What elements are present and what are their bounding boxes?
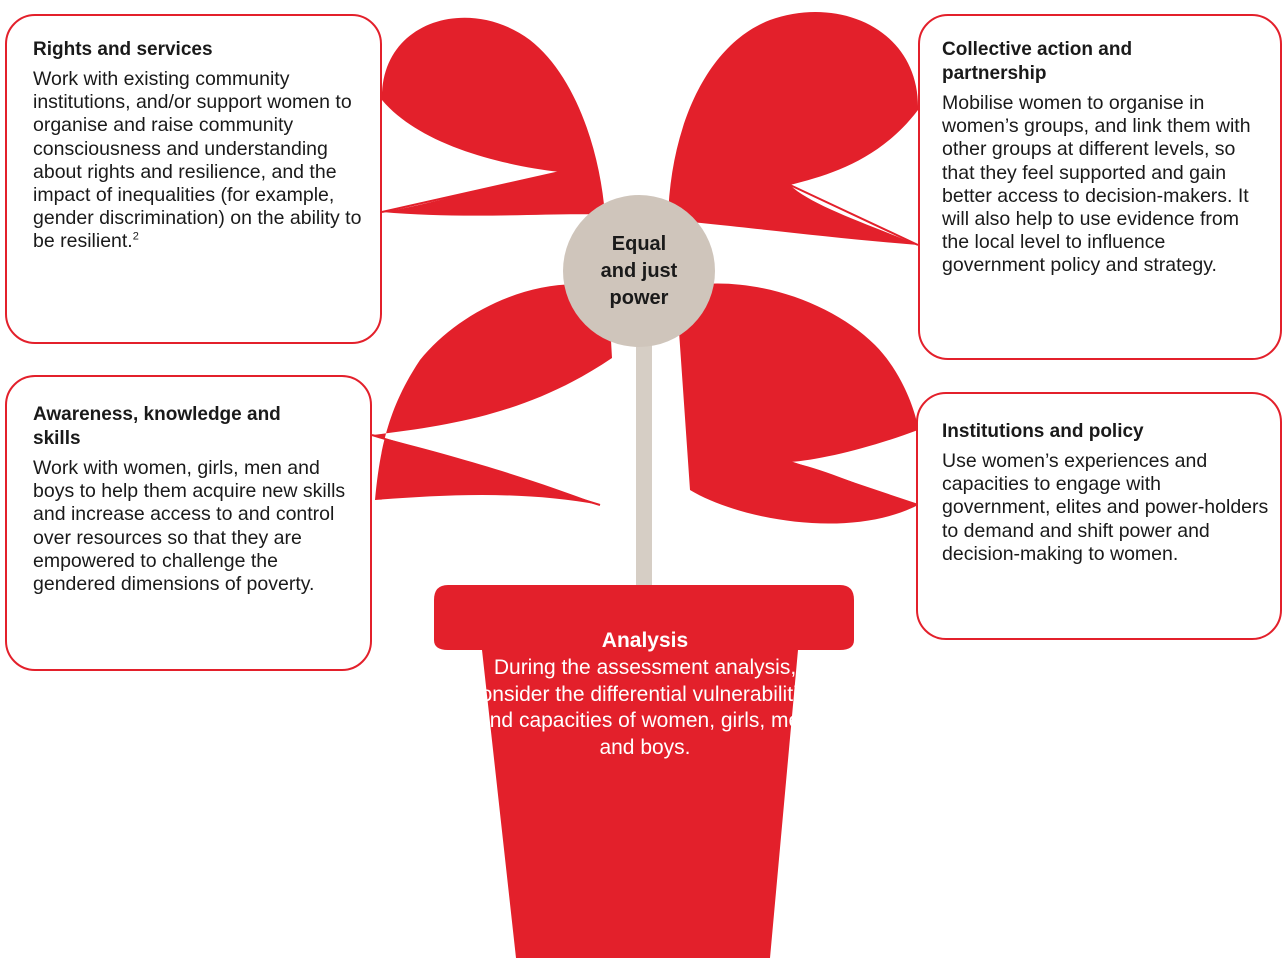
petal-top-right	[668, 12, 919, 246]
connector-top-right	[789, 184, 919, 246]
institutions-title: Institutions and policy	[942, 421, 1144, 442]
flower-pot	[434, 585, 854, 958]
petal-bottom-left	[372, 284, 612, 505]
rights-services-box: Rights and services Work with existing c…	[5, 14, 382, 344]
connector-bottom-right	[789, 461, 919, 506]
connector-top-left	[381, 171, 561, 213]
pot-text: Analysis During the assessment analysis,…	[470, 627, 820, 761]
petal-top-left	[381, 17, 605, 216]
footnote-marker: 2	[132, 230, 139, 243]
center-label: Equal and just power	[600, 232, 678, 309]
institutions-body: Use women’s experiences and capacities t…	[942, 450, 1269, 565]
flower-stem	[636, 340, 652, 585]
pot-title: Analysis	[601, 629, 689, 652]
awareness-body: Work with women, girls, men and boys to …	[33, 457, 346, 596]
petal-bottom-right	[676, 283, 918, 524]
collective-action-title: Collective action and partnership	[942, 39, 1133, 84]
rights-services-title: Rights and services	[33, 39, 213, 60]
collective-action-box: Collective action and partnership Mobili…	[918, 14, 1282, 360]
awareness-title: Awareness, knowledge and skills	[33, 404, 281, 449]
institutions-box: Institutions and policy Use women’s expe…	[916, 392, 1282, 640]
center-circle: Equal and just power	[563, 195, 715, 347]
pot-body: During the assessment analysis, consider…	[470, 656, 820, 759]
awareness-box: Awareness, knowledge and skills Work wit…	[5, 375, 372, 671]
rights-services-body: Work with existing community institution…	[33, 68, 362, 253]
connector-bottom-left	[371, 434, 601, 506]
collective-action-body: Mobilise women to organise in women’s gr…	[942, 92, 1251, 277]
